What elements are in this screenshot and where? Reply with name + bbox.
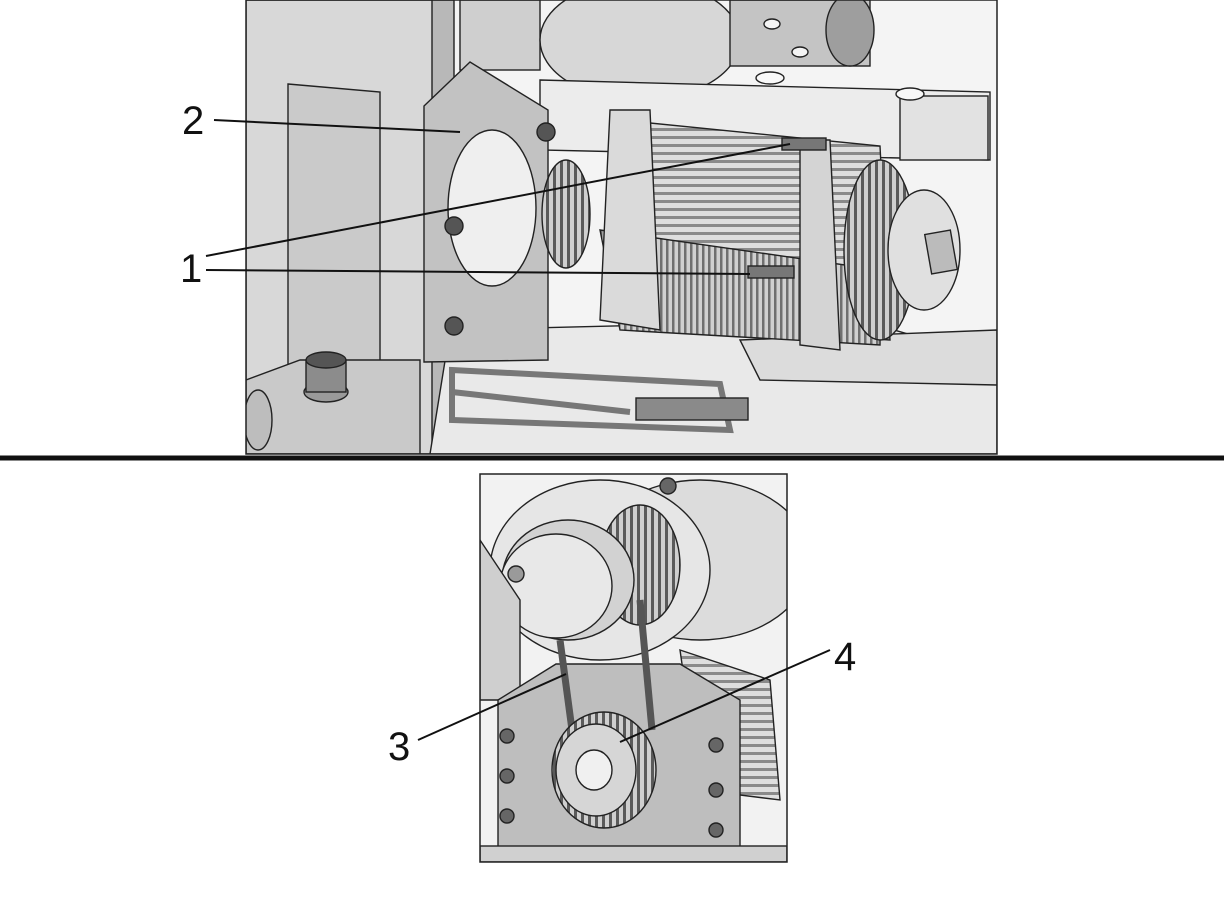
callout-label-2: 2: [182, 99, 204, 143]
callout-label-3: 3: [388, 725, 410, 769]
callout-3: 3: [388, 673, 567, 769]
callout-1: 1: [180, 143, 791, 291]
top-view-illustration: [246, 0, 997, 454]
callout-label-4: 4: [834, 635, 856, 679]
callout-label-1: 1: [180, 247, 202, 291]
bottom-view-illustration: [480, 474, 787, 862]
callout-4: 4: [619, 635, 856, 743]
callout-2: 2: [182, 99, 461, 143]
